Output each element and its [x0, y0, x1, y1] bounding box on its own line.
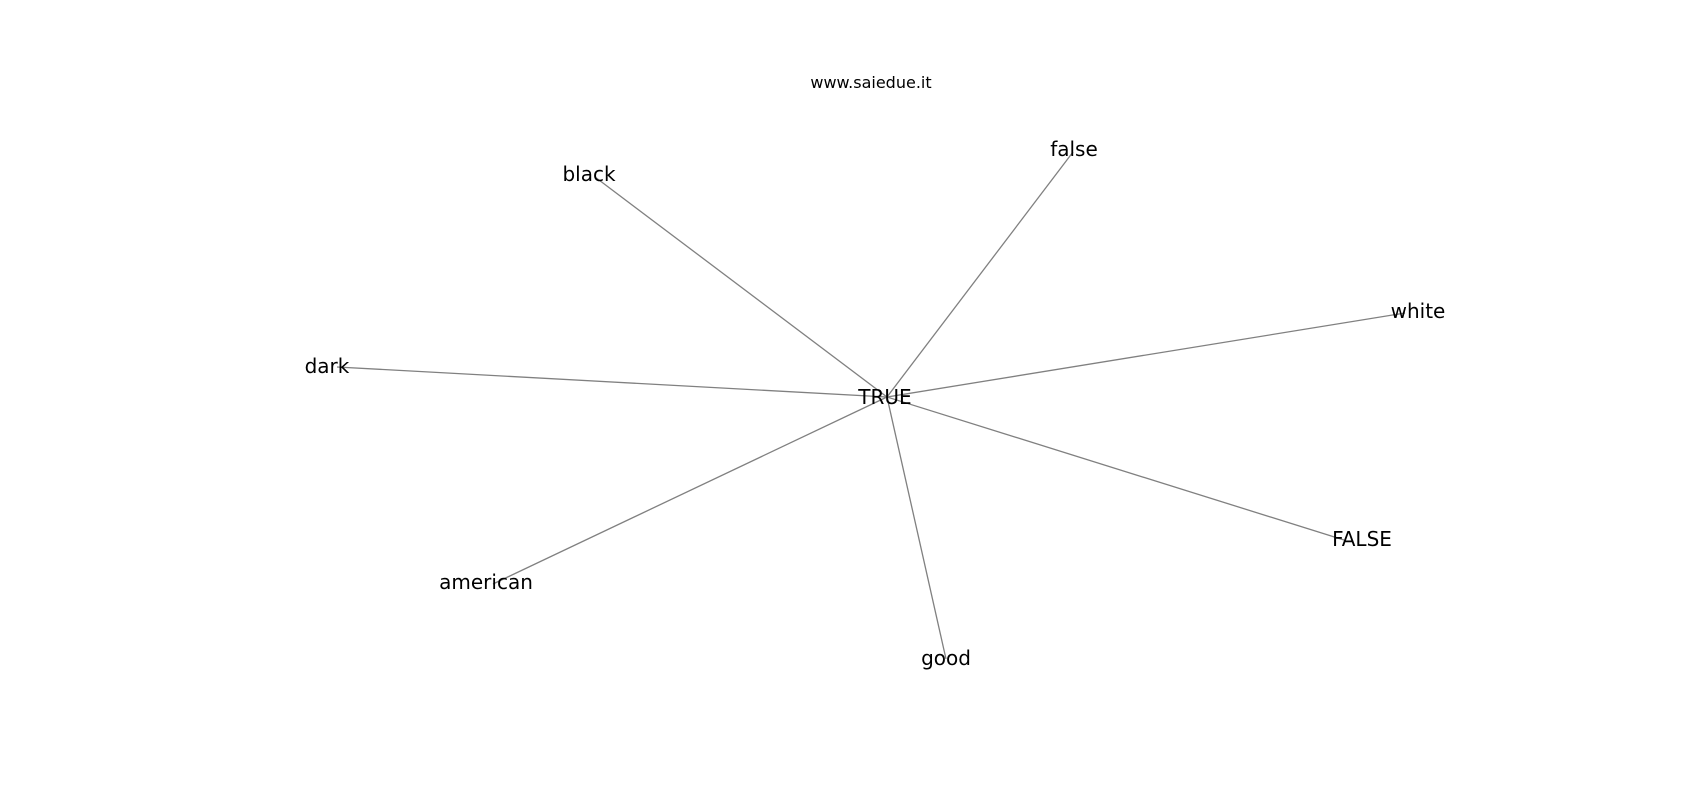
graph-node-american: american: [439, 570, 533, 594]
edge-true-black: [594, 176, 888, 398]
edge-true-dark: [336, 366, 888, 398]
graph-node-false-upper: FALSE: [1332, 527, 1392, 551]
edge-true-white: [886, 312, 1406, 398]
edge-true-good: [886, 396, 947, 660]
graph-node-good: good: [921, 646, 971, 670]
edge-true-false: [886, 396, 1345, 541]
graph-node-dark: dark: [305, 354, 350, 378]
edge-true-american: [492, 396, 888, 585]
site-title: www.saiedue.it: [810, 73, 931, 92]
graph-edges: [336, 151, 1406, 660]
graph-node-false: false: [1050, 137, 1098, 161]
graph-node-black: black: [562, 162, 616, 186]
graph-center-node: TRUE: [857, 385, 911, 409]
edge-true-false: [886, 151, 1074, 398]
graph-node-white: white: [1391, 299, 1446, 323]
